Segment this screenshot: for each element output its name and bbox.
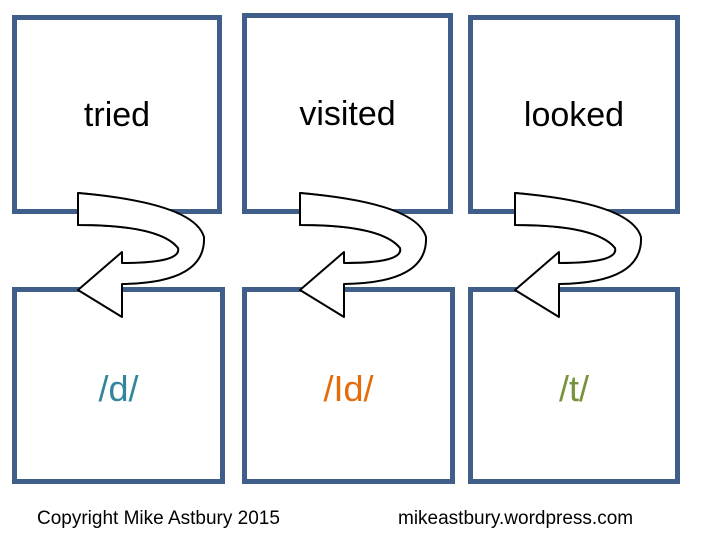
sound-card-id: /Id/ [242,287,455,484]
sound-card-t: /t/ [468,287,680,484]
sound-label: /Id/ [323,367,374,409]
curved-arrow-icon [514,192,643,318]
word-label: looked [523,96,625,134]
word-label: visited [299,95,396,133]
word-card-visited: visited [242,13,453,214]
sound-label: /t/ [558,367,589,409]
sound-label: /d/ [98,367,139,409]
word-card-tried: tried [12,15,222,214]
copyright-text: Copyright Mike Astbury 2015 [37,508,280,529]
curved-arrow-icon [299,192,428,318]
word-label: tried [83,96,151,134]
word-card-looked: looked [468,15,680,214]
curved-arrow-icon [77,192,206,318]
website-link[interactable]: mikeastbury.wordpress.com [398,508,634,529]
